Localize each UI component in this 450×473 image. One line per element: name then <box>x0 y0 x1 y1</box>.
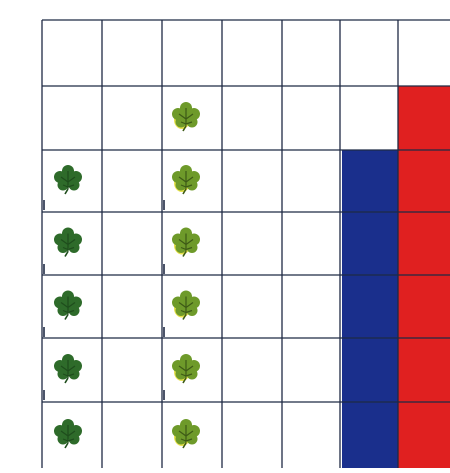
blue-fill-column <box>342 150 398 468</box>
red-fill-column <box>398 86 450 468</box>
